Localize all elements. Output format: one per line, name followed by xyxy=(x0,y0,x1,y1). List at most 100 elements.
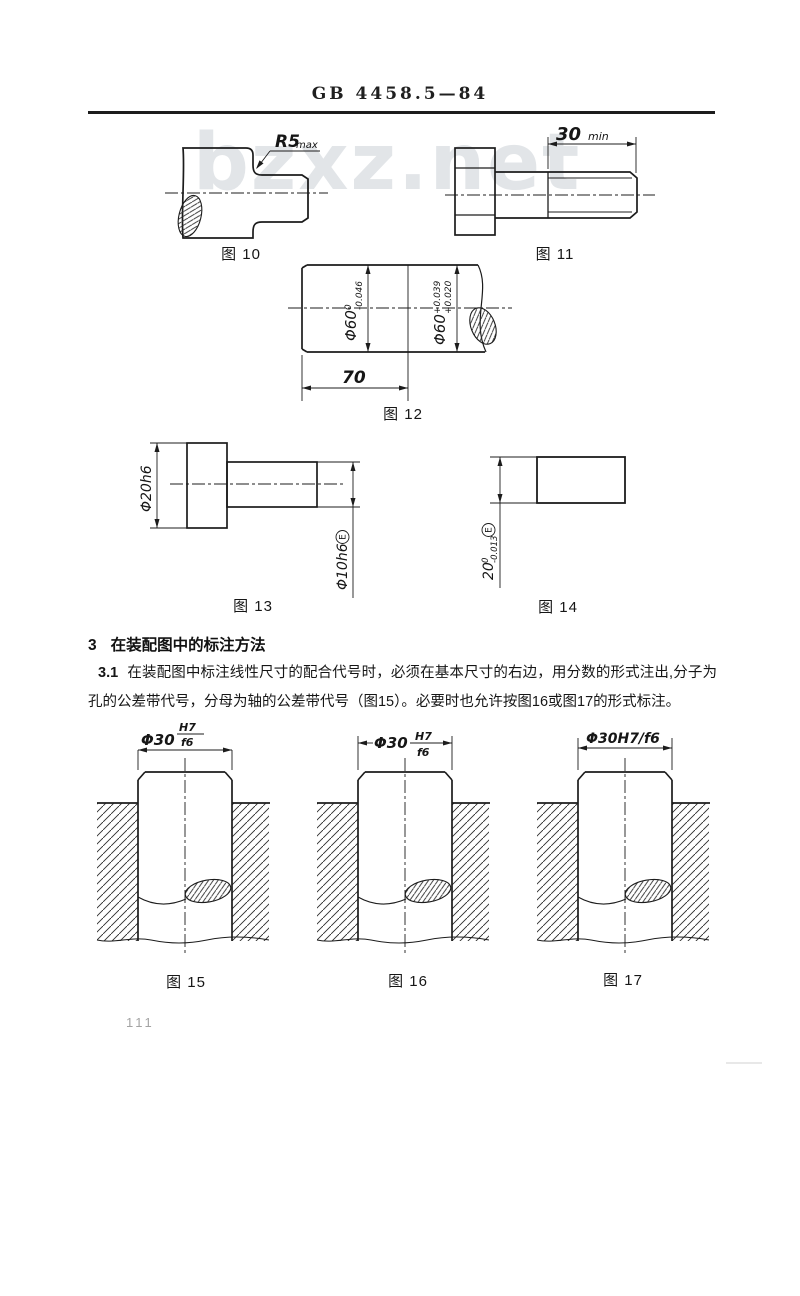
figure-14-drawing: 20 0 -0.013 E xyxy=(481,456,626,588)
arrowhead xyxy=(578,745,587,751)
right-block-hatch xyxy=(452,803,489,941)
figure-12-drawing: Φ60 0 -0.046 Φ60 +0.039 +0.020 70 xyxy=(288,264,512,401)
length-value: 30 xyxy=(556,124,581,145)
figure-17-drawing: Φ30H7/f6 xyxy=(536,731,710,953)
pin-outline xyxy=(357,771,453,941)
arrowhead xyxy=(497,457,503,466)
arrowhead xyxy=(548,141,557,147)
break-arc xyxy=(137,896,187,905)
dimension-large xyxy=(150,442,187,529)
arrowhead xyxy=(154,443,160,452)
pin-outline xyxy=(137,771,233,941)
edge-mark xyxy=(726,1062,762,1064)
section-number: 3 xyxy=(88,637,97,654)
svg-text:Φ60: Φ60 xyxy=(431,314,449,345)
arrowhead xyxy=(443,740,452,746)
fit-dia: Φ30 xyxy=(374,734,408,752)
svg-text:Φ20h6: Φ20h6 xyxy=(139,465,155,512)
envelope-symbol: E xyxy=(339,534,349,540)
arrowhead xyxy=(154,519,160,528)
right-block-hatch xyxy=(672,803,709,941)
figure-17-caption: 图 17 xyxy=(603,972,643,989)
page-number: 111 xyxy=(126,1015,155,1030)
length-qualifier: min xyxy=(588,130,609,143)
right-tolerance-label: Φ60 +0.039 +0.020 xyxy=(431,280,454,345)
arrowhead xyxy=(358,740,367,746)
fit-shaft: f6 xyxy=(417,746,430,759)
bottom-break-line xyxy=(316,936,490,944)
tolerance-label: 20 0 -0.013 E xyxy=(481,523,500,580)
figure-13-drawing: Φ20h6 Φ10h6 E xyxy=(139,442,360,598)
arrowhead xyxy=(663,745,672,751)
left-block-hatch xyxy=(537,803,578,941)
svg-text:+0.039: +0.039 xyxy=(433,280,443,314)
svg-text:0: 0 xyxy=(344,304,354,310)
clause-number: 3.1 xyxy=(98,665,119,681)
figure-16-drawing: Φ30 H7 f6 xyxy=(316,730,490,953)
figure-10-caption: 图 10 xyxy=(221,246,261,263)
leader-arrowhead xyxy=(256,160,264,169)
break-section-hatch xyxy=(469,307,497,345)
dimension-20 xyxy=(490,456,537,588)
standard-number-header: GB 4458.5—84 xyxy=(311,84,489,104)
dimension-small xyxy=(317,461,360,598)
figure-11-caption: 图 11 xyxy=(535,246,575,263)
fit-label: Φ30H7/f6 xyxy=(586,731,660,747)
figure-12-caption: 图 12 xyxy=(383,406,423,423)
envelope-symbol: E xyxy=(485,527,495,533)
arrowhead xyxy=(302,385,311,391)
arrowhead xyxy=(138,747,147,753)
right-block-hatch xyxy=(232,803,269,941)
figure-11-drawing: 30 min xyxy=(445,124,655,236)
figure-10-drawing: R5 max xyxy=(165,132,328,239)
watermark-text: bzxz.net xyxy=(193,118,582,208)
svg-text:Φ10h6: Φ10h6 xyxy=(335,543,351,590)
radius-label: R5 xyxy=(275,132,300,152)
break-section-hatch xyxy=(184,878,232,904)
shaft-outline xyxy=(181,147,309,239)
arrowhead xyxy=(454,265,460,274)
break-arc xyxy=(577,896,627,905)
arrowhead xyxy=(497,494,503,503)
cylinder-outline xyxy=(301,264,485,353)
figure-14-caption: 图 14 xyxy=(538,599,578,616)
section-title: 在装配图中的标注方法 xyxy=(110,637,266,654)
envelope-circle xyxy=(335,530,350,544)
arrowhead xyxy=(350,498,356,507)
shank-outline xyxy=(495,171,638,219)
radius-qualifier: max xyxy=(296,140,318,151)
arrowhead xyxy=(350,462,356,471)
left-tolerance-label: Φ60 0 -0.046 xyxy=(342,281,365,341)
dimension-70 xyxy=(301,355,408,401)
section-heading: 3 在装配图中的标注方法 xyxy=(88,633,266,655)
arrowhead xyxy=(223,747,232,753)
figure-16-caption: 图 16 xyxy=(388,973,428,990)
bottom-break-line xyxy=(536,936,710,944)
break-section-hatch xyxy=(177,194,203,238)
svg-text:20: 20 xyxy=(481,562,497,580)
figure-13-caption: 图 13 xyxy=(233,598,273,615)
fit-dia: Φ30 xyxy=(141,731,175,749)
arrowhead xyxy=(399,385,408,391)
svg-text:Φ60: Φ60 xyxy=(342,310,360,341)
left-block-hatch xyxy=(97,803,138,941)
arrowhead xyxy=(627,141,636,147)
svg-text:0: 0 xyxy=(481,558,491,563)
radius-leader xyxy=(256,150,320,169)
fit-dimension xyxy=(577,738,673,770)
break-section-hatch xyxy=(624,878,672,904)
svg-text:+0.020: +0.020 xyxy=(444,280,454,314)
break-arc xyxy=(357,896,407,905)
fit-hole: H7 xyxy=(179,721,196,734)
fit-shaft: f6 xyxy=(181,736,194,749)
bottom-break-line xyxy=(96,936,270,944)
dimension-30min xyxy=(547,137,637,173)
figure-15-caption: 图 15 xyxy=(166,974,206,991)
length-70: 70 xyxy=(342,368,366,388)
break-section-hatch xyxy=(404,878,452,904)
figure-15-drawing: Φ30 H7 f6 xyxy=(96,721,270,953)
small-step xyxy=(226,461,318,508)
small-dia-label: Φ10h6 E xyxy=(335,530,351,590)
